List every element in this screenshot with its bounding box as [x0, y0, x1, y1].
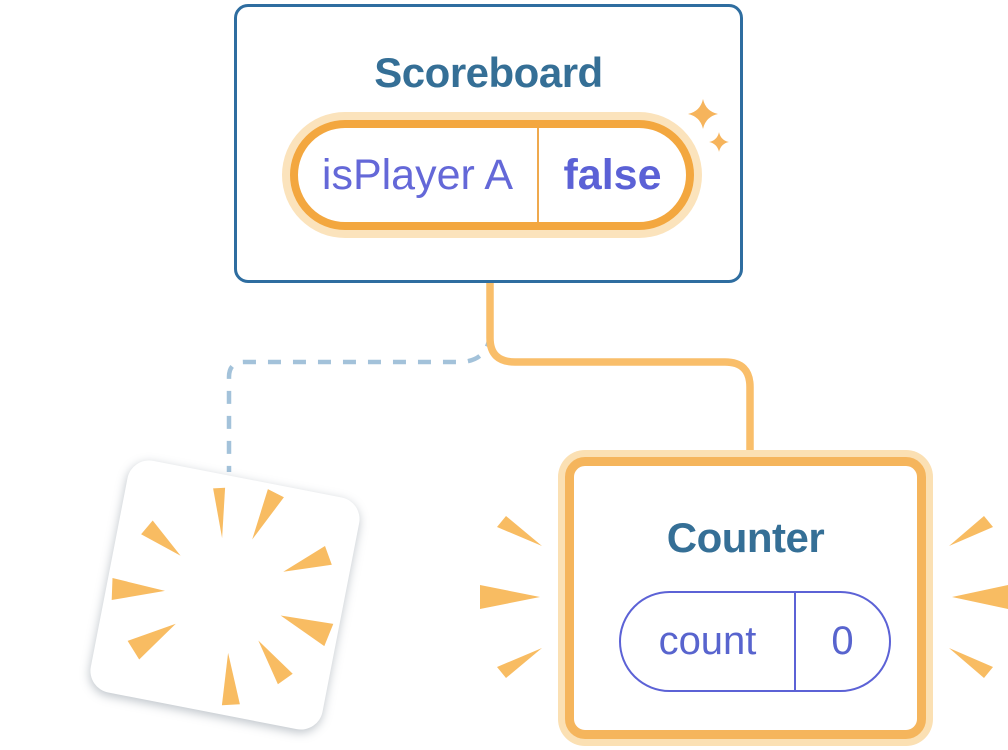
- counter-title: Counter: [666, 514, 825, 561]
- pill-divider: [794, 593, 796, 690]
- scoreboard-title: Scoreboard: [374, 49, 603, 96]
- counter-state-name: count: [658, 619, 757, 663]
- scoreboard-state-value: false: [563, 150, 662, 199]
- connector-counter-line: [486, 283, 754, 462]
- scoreboard-state-pill: isPlayer A false: [290, 120, 694, 230]
- counter-state-pill: count 0: [619, 591, 891, 692]
- scoreboard-state-name: isPlayer A: [321, 150, 514, 199]
- counter-state-value: 0: [831, 619, 854, 663]
- pill-divider: [537, 128, 539, 222]
- destroyed-card: [86, 456, 364, 734]
- counter-card: Counter count 0: [565, 457, 926, 739]
- connector-destroyed-dashed-line: [226, 333, 493, 472]
